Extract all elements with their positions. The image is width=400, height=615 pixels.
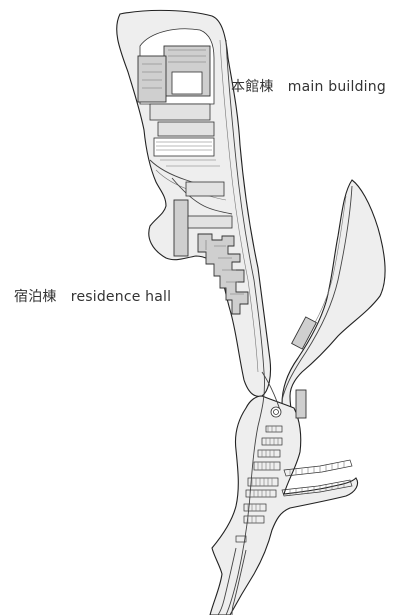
residence-hall-unit-lines xyxy=(205,240,244,295)
residence-hall xyxy=(173,199,249,315)
parking-lot xyxy=(235,425,353,543)
residence-hall-link xyxy=(187,215,233,229)
site-outline-parking xyxy=(209,395,359,615)
main-building-steps xyxy=(156,141,220,167)
roundabout-inner xyxy=(273,409,279,415)
promontory-building xyxy=(291,316,317,350)
parking-row xyxy=(243,503,267,512)
main-building-court xyxy=(171,71,203,95)
parking-row xyxy=(257,449,281,458)
parking-row xyxy=(247,477,279,487)
parking-row xyxy=(245,489,277,498)
main-building-wing-west xyxy=(137,55,167,103)
main-building-deck xyxy=(153,137,215,157)
main-building-roof-lines xyxy=(142,49,206,89)
label-residence-hall: 宿泊棟 residence hall xyxy=(14,289,172,305)
parking-row xyxy=(261,437,283,446)
main-building xyxy=(137,28,220,167)
walkway-3 xyxy=(171,177,233,215)
residence-hall-west-block xyxy=(173,199,189,257)
gate-building xyxy=(295,389,307,419)
connector-building xyxy=(185,181,225,197)
road-east xyxy=(281,185,353,401)
parking-row xyxy=(235,535,247,543)
parking-row xyxy=(253,461,281,471)
parking-row xyxy=(243,515,265,524)
main-building-annex xyxy=(149,103,211,121)
label-main-building: 本館棟 main building xyxy=(231,79,386,95)
road-spine-inner xyxy=(219,39,259,373)
parking-jetty-ticks xyxy=(289,462,345,495)
parking-jetty-lower xyxy=(281,479,353,497)
parking-row xyxy=(265,425,283,433)
main-building-terrace xyxy=(157,121,215,137)
access-road xyxy=(217,547,237,615)
parking-ticks xyxy=(247,426,279,523)
bridge xyxy=(261,371,281,411)
access-road-edge xyxy=(231,549,247,615)
